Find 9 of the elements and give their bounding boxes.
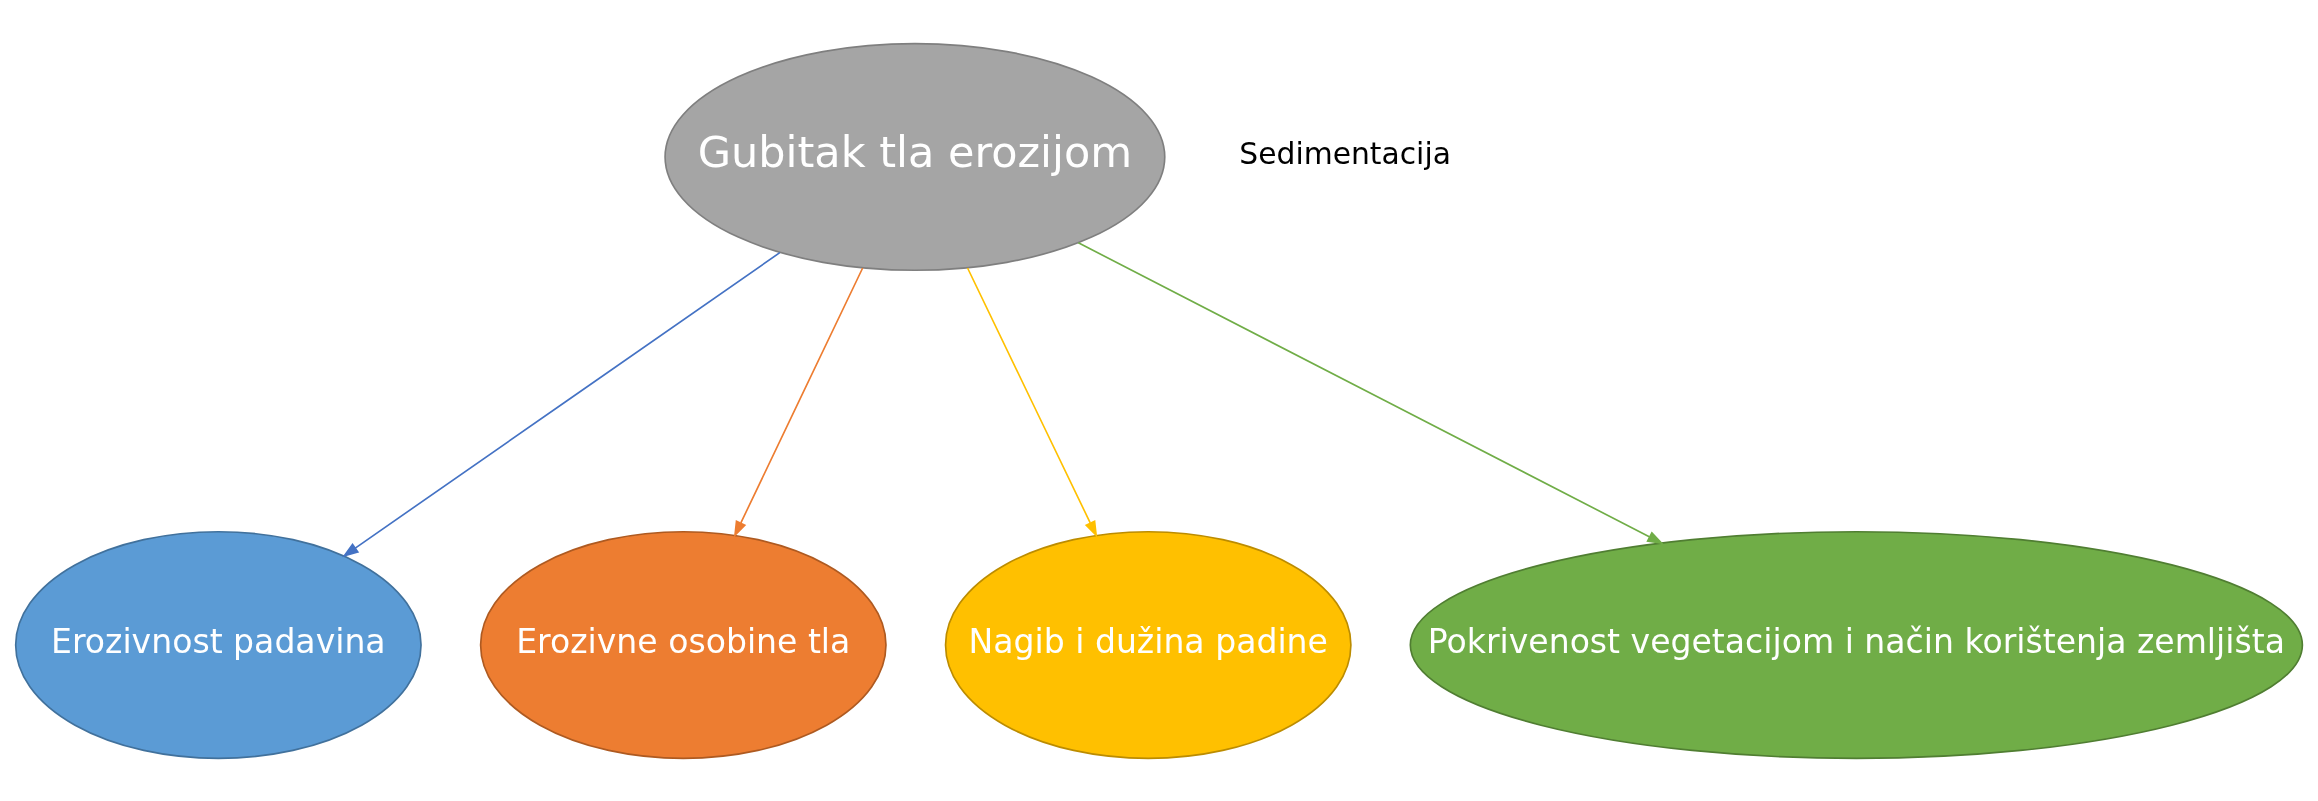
node-ellipse: Erozivnost padavina (14, 530, 422, 759)
node-ellipse: Gubitak tla erozijom (664, 42, 1166, 271)
arrow (966, 266, 1098, 537)
label: Sedimentacija (1239, 135, 1451, 171)
arrow (733, 266, 864, 537)
node-ellipse: Erozivne osobine tla (479, 530, 887, 759)
node-ellipse: Nagib i dužina padine (944, 530, 1352, 759)
arrow (1077, 241, 1664, 544)
arrow (342, 251, 781, 557)
